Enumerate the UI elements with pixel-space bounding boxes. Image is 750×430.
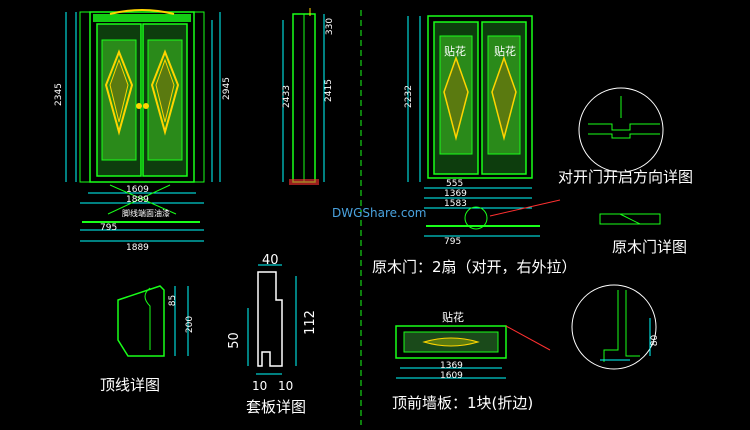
casing-detail <box>247 264 297 375</box>
dim-1369: 1369 <box>444 189 467 199</box>
dim-795-a: 795 <box>100 223 118 233</box>
dim-1889: 1889 <box>126 195 149 205</box>
dim-85: 85 <box>168 294 179 307</box>
door-elevation-right <box>407 15 561 237</box>
dim-10-a: 10 <box>252 379 268 393</box>
dim-2232: 2232 <box>403 85 414 108</box>
dim-10-b: 10 <box>278 379 294 393</box>
door-side-section <box>282 8 325 185</box>
front-wall-panel <box>395 325 551 379</box>
ornament-top <box>109 9 175 15</box>
dim-2345: 2345 <box>53 83 64 106</box>
dim-1583: 1583 <box>444 199 467 209</box>
label-tao-ban-detail: 套板详图 <box>246 398 307 416</box>
leaf-section-detail <box>599 213 661 225</box>
dim-50: 50 <box>226 332 242 349</box>
dim-1369-b: 1369 <box>440 361 463 371</box>
dim-330: 330 <box>325 17 336 36</box>
dim-555: 555 <box>446 179 464 189</box>
door-elevation-left <box>65 9 221 242</box>
dim-1889-b: 1889 <box>126 243 149 253</box>
dim-1609: 1609 <box>126 185 149 195</box>
dim-2433: 2433 <box>281 85 292 108</box>
dim-40: 40 <box>262 253 279 268</box>
detail-circle-wall <box>571 284 657 370</box>
dim-80: 80 <box>650 334 661 347</box>
label-yuan-mumen-detail: 原木门详图 <box>612 238 688 256</box>
label-yuan-mumen-count: 原木门：2扇（对开，右外拉） <box>372 258 577 276</box>
label-jiao-xian: 脚线端面油漆 <box>122 209 170 218</box>
label-ding-qian-panel: 顶前墙板：1块(折边) <box>392 394 534 412</box>
detail-circle-opening <box>578 87 664 173</box>
watermark: DWGShare.com <box>332 206 427 220</box>
dim-112: 112 <box>302 310 318 335</box>
dim-200: 200 <box>185 315 196 334</box>
label-dui-kai-detail: 对开门开启方向详图 <box>558 168 694 186</box>
label-tie-hua-1: 贴花 <box>444 45 466 58</box>
dim-2415: 2415 <box>323 79 334 102</box>
dim-795-b: 795 <box>444 237 462 247</box>
label-tie-hua-3: 贴花 <box>442 311 464 324</box>
dim-1609-b: 1609 <box>440 371 463 381</box>
dim-2945: 2945 <box>221 77 232 100</box>
label-ding-xian-detail: 顶线详图 <box>100 376 161 394</box>
top-molding-detail <box>117 285 189 357</box>
label-tie-hua-2: 贴花 <box>494 45 516 58</box>
